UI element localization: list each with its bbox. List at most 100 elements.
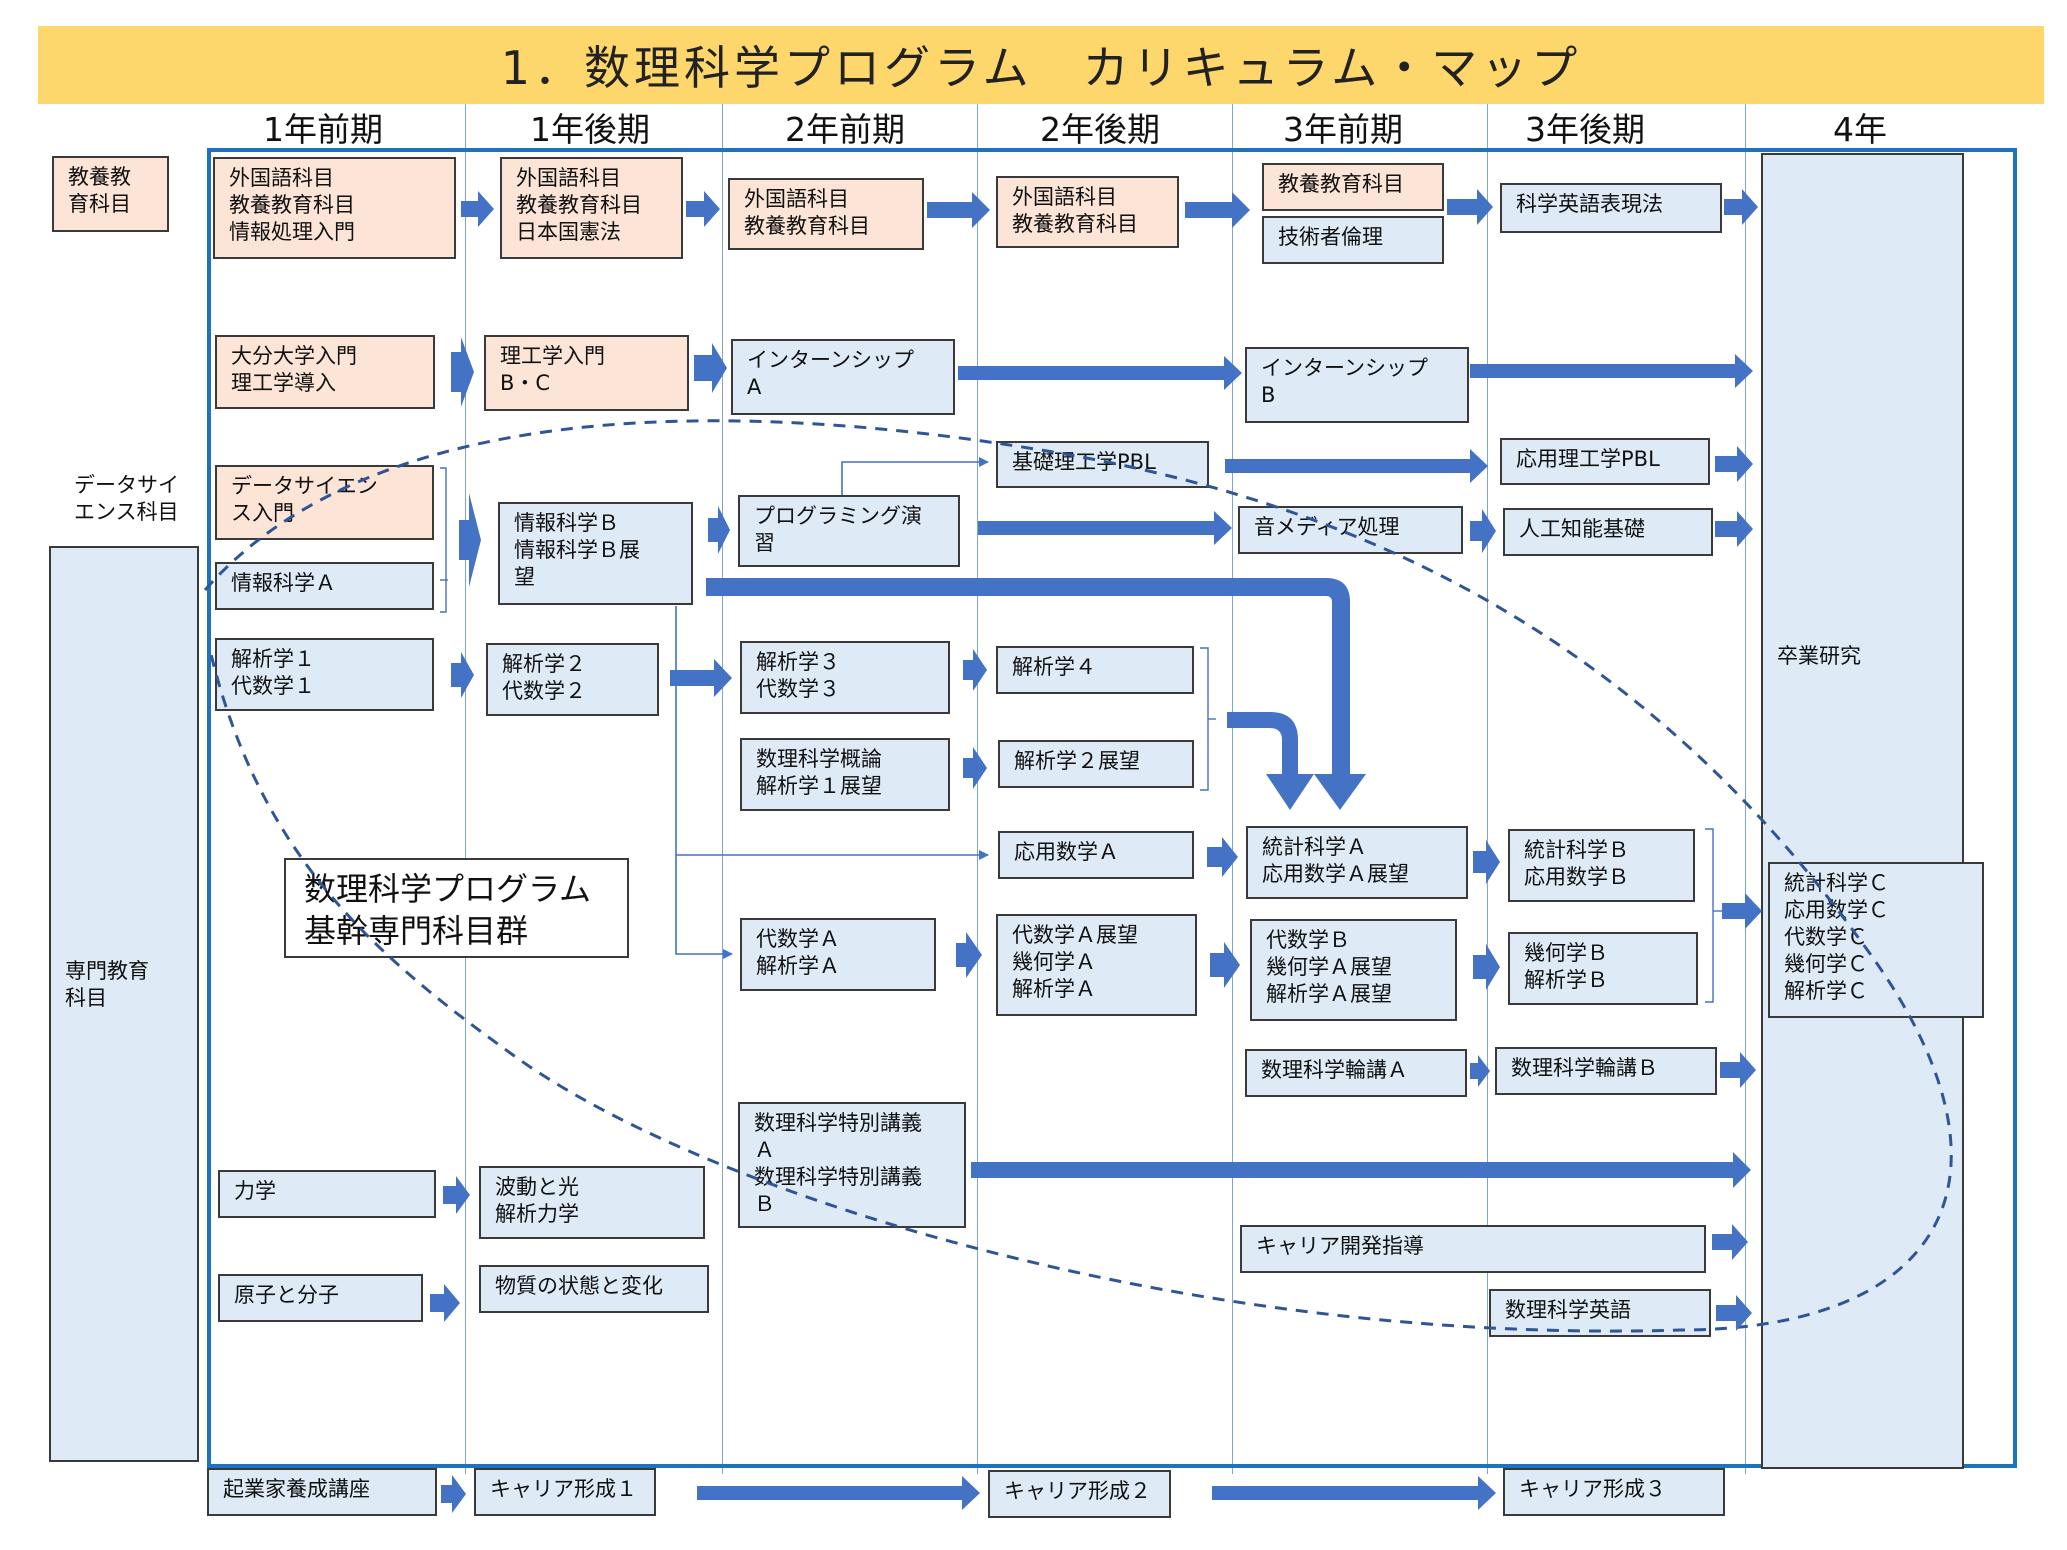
- course-y2b-career-2: キャリア形成２: [988, 1470, 1171, 1518]
- column-header-y3-second: 3年後期: [1525, 110, 1645, 149]
- arrow: [1720, 1052, 1756, 1088]
- arrow: [670, 659, 732, 697]
- arrow: [461, 191, 494, 227]
- course-y2b-general: 外国語科目 教養教育科目: [996, 176, 1179, 248]
- column-divider: [722, 104, 723, 1474]
- arrow: [443, 1176, 470, 1214]
- course-y1a-intro: 大分大学入門 理工学導入: [215, 335, 435, 409]
- arrow: [1470, 354, 1753, 388]
- arrow: [1724, 189, 1758, 225]
- column-header-y2-second: 2年後期: [1040, 110, 1160, 149]
- page-title: 1．数理科学プログラム カリキュラム・マップ: [500, 41, 1582, 95]
- course-y3a-ethics: 技術者倫理: [1262, 216, 1444, 264]
- arrow: [958, 356, 1242, 390]
- course-y1a-mechanics: 力学: [218, 1170, 436, 1218]
- arrow: [1227, 712, 1314, 810]
- course-y3a-statistics-a: 統計科学Ａ 応用数学Ａ展望: [1246, 826, 1468, 899]
- course-y3b-geometry-b: 幾何学Ｂ 解析学Ｂ: [1508, 932, 1698, 1005]
- arrow: [1715, 511, 1753, 547]
- course-y1b-info-b: 情報科学Ｂ 情報科学Ｂ展 望: [498, 502, 693, 605]
- course-y2a-analysis-3: 解析学３ 代数学３: [740, 641, 950, 714]
- course-y2b-applied-math-a: 応用数学Ａ: [998, 831, 1194, 879]
- course-y3a-seminar-a: 数理科学輪講Ａ: [1245, 1049, 1467, 1097]
- connector-line: [675, 606, 733, 959]
- column-divider: [977, 104, 978, 1474]
- course-y2a-intro-math: 数理科学概論 解析学１展望: [740, 738, 950, 811]
- column-header-y2-first: 2年前期: [785, 110, 905, 149]
- course-y3b-ai-basics: 人工知能基礎: [1503, 508, 1713, 556]
- core-group-dashed-outline: [203, 419, 1953, 1333]
- connector-line: [841, 457, 989, 495]
- course-y1b-waves: 波動と光 解析力学: [479, 1166, 705, 1239]
- column-divider: [465, 104, 466, 1474]
- course-y3a-internship: インターンシップ B: [1245, 347, 1469, 423]
- arrow: [1210, 942, 1240, 988]
- course-y3b-seminar-b: 数理科学輪講Ｂ: [1495, 1047, 1717, 1095]
- course-y4-graduation-research: 卒業研究: [1761, 153, 1964, 1469]
- category-data-science: データサイ エンス科目: [74, 473, 179, 524]
- arrow: [1212, 1476, 1496, 1510]
- column-header-y4: 4年: [1833, 110, 1887, 149]
- arrow: [1470, 1055, 1490, 1087]
- course-y1a-entrepreneur: 起業家養成講座: [207, 1468, 437, 1516]
- curriculum-frame: [207, 148, 2017, 1468]
- arrow: [1473, 944, 1500, 990]
- arrow: [697, 1476, 980, 1510]
- course-y3b-pbl: 応用理工学PBL: [1500, 438, 1710, 485]
- course-y1a-atoms: 原子と分子: [218, 1274, 423, 1322]
- arrow: [708, 506, 730, 554]
- course-y1b-general: 外国語科目 教養教育科目 日本国憲法: [500, 157, 683, 259]
- arrow: [1207, 837, 1238, 877]
- arrow: [430, 1284, 460, 1322]
- arrow: [1473, 840, 1500, 884]
- title-banner: 1．数理科学プログラム カリキュラム・マップ: [38, 26, 2044, 104]
- arrow: [1722, 893, 1762, 929]
- arrow: [971, 1152, 1751, 1188]
- arrow: [441, 1475, 466, 1513]
- column-header-y1-second: 1年後期: [530, 110, 650, 149]
- arrow: [927, 192, 990, 228]
- course-y3b-career-3: キャリア形成３: [1503, 1468, 1725, 1516]
- course-y3a-general: 教養教育科目: [1262, 163, 1444, 211]
- column-divider: [1487, 104, 1488, 1474]
- course-y1b-analysis-2: 解析学２ 代数学２: [486, 643, 659, 716]
- arrow: [451, 652, 474, 698]
- arrow: [956, 932, 982, 978]
- column-header-y3-first: 3年前期: [1283, 110, 1403, 149]
- course-y1b-career-1: キャリア形成１: [474, 1468, 656, 1516]
- column-divider: [1232, 104, 1233, 1474]
- arrow: [459, 493, 481, 587]
- arrow: [1447, 189, 1493, 225]
- arrow: [963, 649, 987, 691]
- arrow: [1715, 446, 1753, 482]
- bracket: [1200, 647, 1209, 791]
- arrow: [1716, 1295, 1752, 1331]
- arrow: [686, 191, 720, 227]
- arrow: [1712, 1224, 1748, 1260]
- core-courses-group-label: 数理科学プログラム 基幹専門科目群: [284, 858, 629, 958]
- course-y2b-algebra-a-view: 代数学Ａ展望 幾何学Ａ 解析学Ａ: [996, 914, 1197, 1016]
- course-y1a-info-a: 情報科学Ａ: [215, 562, 434, 610]
- course-y1a-data-science: データサイエン ス入門: [215, 465, 434, 540]
- course-y1b-matter: 物質の状態と変化: [479, 1265, 709, 1313]
- arrow: [694, 343, 727, 393]
- course-y2b-analysis-4: 解析学４: [996, 646, 1194, 694]
- course-y3a-career-guidance: キャリア開発指導: [1240, 1225, 1706, 1273]
- course-y3a-audio-media: 音メディア処理: [1238, 506, 1463, 554]
- arrow: [1225, 449, 1488, 483]
- arrow: [963, 747, 987, 789]
- bracket: [440, 467, 447, 613]
- course-y2a-general: 外国語科目 教養教育科目: [728, 178, 924, 250]
- course-y3a-algebra-b: 代数学Ｂ 幾何学Ａ展望 解析学Ａ展望: [1250, 919, 1457, 1021]
- course-y2a-special-lecture: 数理科学特別講義 Ａ 数理科学特別講義 Ｂ: [738, 1102, 966, 1228]
- course-y1a-general: 外国語科目 教養教育科目 情報処理入門: [213, 157, 456, 259]
- course-y2a-programming: プログラミング演 習: [738, 495, 960, 567]
- arrow: [978, 511, 1232, 545]
- course-y1a-analysis-1: 解析学１ 代数学１: [215, 638, 434, 711]
- bracket: [1705, 828, 1714, 1003]
- column-divider: [1745, 104, 1746, 1474]
- category-specialized-education: 専門教育 科目: [49, 546, 199, 1462]
- course-y4-c-courses: 統計科学Ｃ 応用数学Ｃ 代数学Ｃ 幾何学Ｃ 解析学Ｃ: [1768, 862, 1984, 1018]
- category-general-education: 教養教 育科目: [52, 156, 169, 232]
